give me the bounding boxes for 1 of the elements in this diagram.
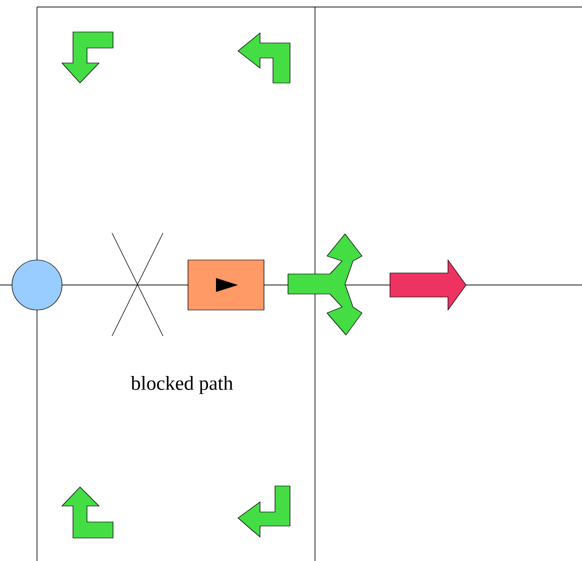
label: blocked path bbox=[130, 376, 233, 394]
